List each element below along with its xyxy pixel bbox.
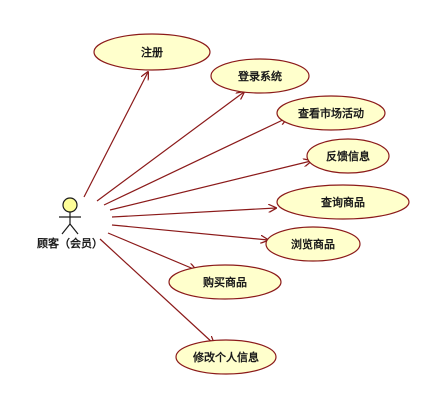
use-case-ellipse [276, 184, 410, 220]
actor-leg-left [61, 223, 71, 235]
assoc-login [96, 92, 244, 202]
use-case-ellipse [210, 58, 310, 94]
use-case-label: 购买商品 [203, 275, 247, 289]
use-case-label: 查询商品 [321, 195, 365, 209]
actor-label: 顾客（会员） [37, 236, 103, 250]
actor-customer [59, 197, 81, 235]
use-case-browse[interactable]: 浏览商品 [265, 226, 361, 262]
actor-leg-right [69, 223, 79, 235]
assoc-buy [107, 232, 196, 270]
use-case-label: 反馈信息 [326, 149, 370, 163]
use-case-buy[interactable]: 购买商品 [168, 264, 282, 300]
use-case-register[interactable]: 注册 [93, 33, 211, 71]
use-case-label: 注册 [141, 45, 163, 59]
assoc-feedback [109, 161, 311, 211]
assoc-query [111, 208, 276, 218]
use-case-ellipse [93, 33, 211, 71]
assoc-modify [99, 238, 214, 344]
use-case-ellipse [276, 95, 386, 131]
actor-head [62, 197, 78, 213]
use-case-modify[interactable]: 修改个人信息 [175, 339, 277, 375]
assoc-browse [111, 224, 268, 240]
associations [83, 72, 311, 344]
use-case-ellipse [175, 339, 277, 375]
use-case-label: 查看市场活动 [298, 106, 364, 120]
use-case-label: 浏览商品 [291, 237, 335, 251]
assoc-market [103, 118, 287, 206]
use-case-query[interactable]: 查询商品 [276, 184, 410, 220]
use-case-ellipse [168, 264, 282, 300]
use-case-ellipse [265, 226, 361, 262]
use-case-label: 修改个人信息 [192, 350, 259, 364]
use-case-login[interactable]: 登录系统 [210, 58, 310, 94]
assoc-register [83, 72, 148, 198]
use-case-label: 登录系统 [237, 69, 282, 83]
use-case-feedback[interactable]: 反馈信息 [306, 138, 390, 174]
use-case-ellipse [306, 138, 390, 174]
use-case-market[interactable]: 查看市场活动 [276, 95, 386, 131]
